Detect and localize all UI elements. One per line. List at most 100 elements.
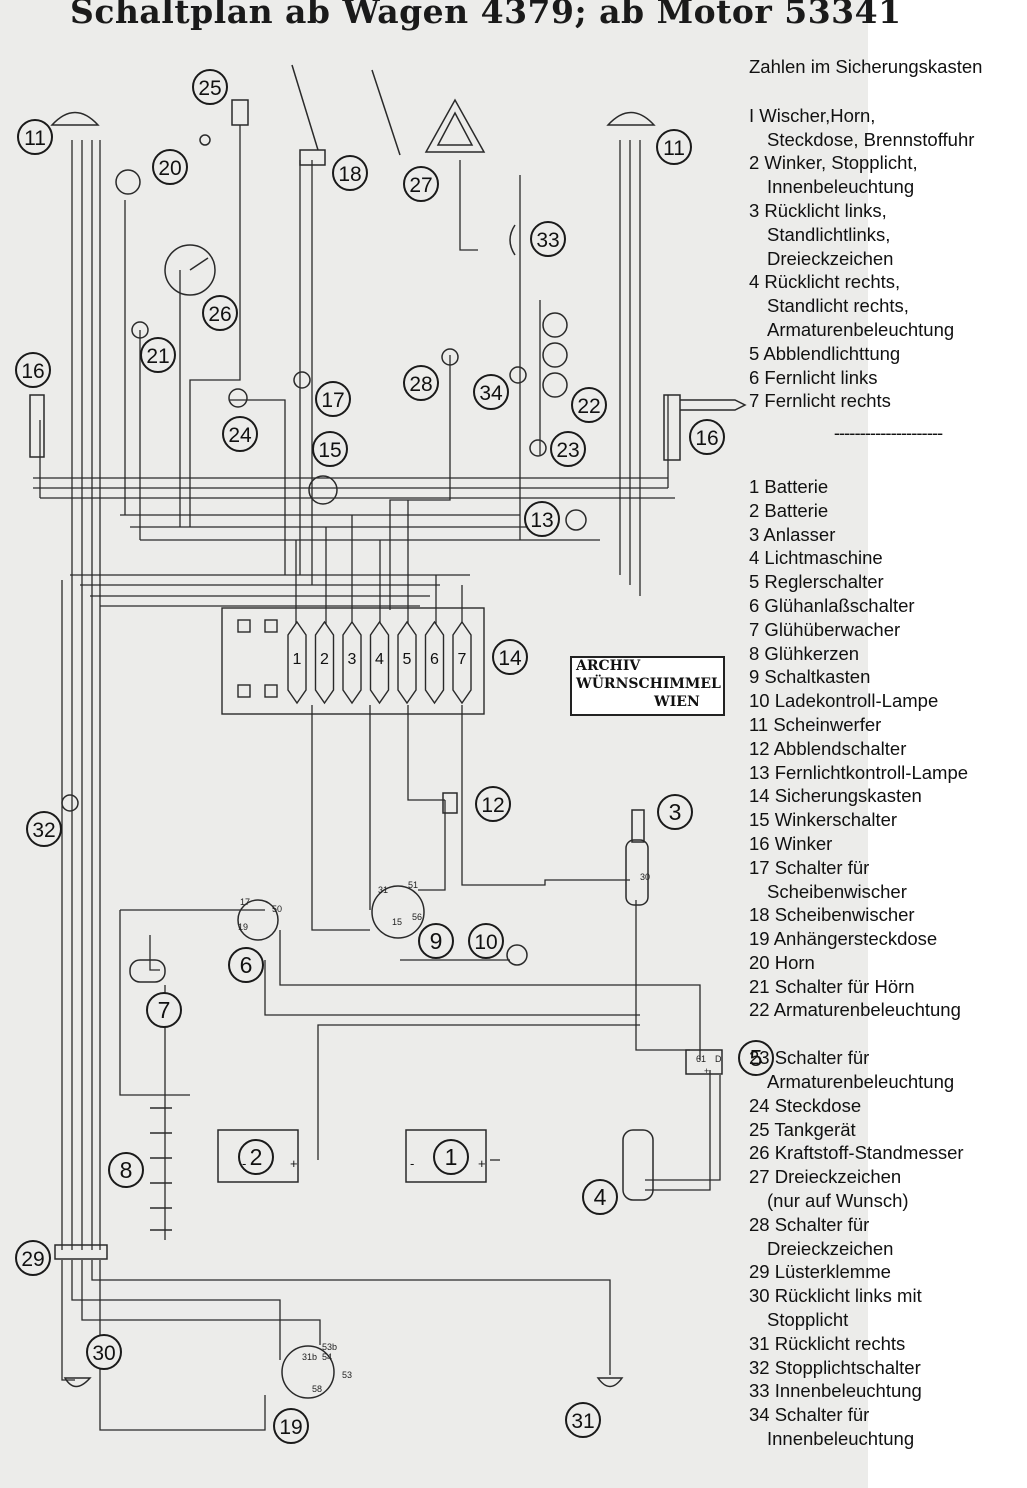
component-label-11: 11 (17, 119, 53, 155)
battery-terminal-minus: - (242, 1156, 246, 1171)
label-ring (15, 1240, 51, 1276)
legend-item: 11 Scheinwerfer (749, 713, 882, 735)
label-number: 4 (594, 1184, 607, 1210)
fuse-body (314, 620, 335, 705)
component-label-6: 6 (228, 947, 264, 983)
regulator (685, 1049, 723, 1075)
label-number: 11 (24, 127, 46, 150)
terminal-code: 56 (412, 912, 422, 922)
label-ring (565, 1402, 601, 1438)
legend-item: 13 Fernlichtkontroll-Lampe (749, 761, 969, 783)
terminal-code: 30 (640, 872, 650, 882)
legend-item: 25 Tankgerät (749, 1118, 856, 1140)
component-label-31: 31 (565, 1402, 601, 1438)
fuse-4: 4 (369, 620, 390, 705)
gauge-needle (189, 257, 209, 271)
legend-item-continuation: Standlicht rechts, (767, 295, 909, 317)
fuse-2: 2 (314, 620, 335, 705)
legend-item: 6 Fernlicht links (749, 366, 878, 388)
legend-item: 16 Winker (749, 832, 833, 854)
mount-hole (237, 684, 251, 698)
fuse-5: 5 (397, 620, 417, 705)
label-ring (26, 811, 62, 847)
label-number: 1 (445, 1144, 458, 1170)
component-label-9: 9 (418, 923, 454, 959)
legend-item-continuation: Dreieckzeichen (767, 1237, 894, 1259)
label-number: 25 (198, 77, 221, 100)
fuse-box-frame (221, 607, 485, 715)
legend-item-continuation: Innenbeleuchtung (767, 176, 915, 198)
label-ring (152, 149, 188, 185)
indicator-left (29, 394, 45, 458)
fuse-number: 4 (375, 651, 384, 668)
legend-item: 29 Lüsterklemme (749, 1261, 891, 1283)
legend-item: 2 Winker, Stopplicht, (749, 152, 918, 174)
legend-item-continuation: Armaturenbeleuchtung (767, 1071, 955, 1093)
label-ring (15, 352, 51, 388)
dash-lamp (542, 342, 568, 368)
legend-item: 7 Fernlicht rechts (749, 390, 891, 412)
mount-hole (264, 619, 278, 633)
label-number: 27 (409, 174, 432, 197)
terminal-code: 31 (378, 885, 388, 895)
label-ring (418, 923, 454, 959)
legend-item: 28 Schalter für (749, 1213, 870, 1235)
label-number: 18 (338, 163, 361, 186)
label-ring (222, 416, 258, 452)
component-label-18: 18 (332, 155, 368, 191)
component-label-25: 25 (192, 69, 228, 105)
legend-item-continuation: Armaturenbeleuchtung (767, 318, 955, 340)
fuse-body (424, 620, 445, 705)
label-ring (738, 1040, 774, 1076)
label-number: 19 (279, 1416, 302, 1439)
label-number: 11 (663, 137, 685, 160)
legend-item: 6 Glühanlaßschalter (749, 594, 915, 616)
legend-item-continuation: Standlichtlinks, (767, 223, 891, 245)
fuse-number: 3 (348, 651, 357, 668)
label-ring (238, 1139, 274, 1175)
tail-lamp-left (63, 1377, 92, 1388)
indicator-arm (680, 399, 747, 411)
component-label-12: 12 (475, 786, 511, 822)
component-label-13: 13 (524, 501, 560, 537)
fuse-body (342, 620, 362, 705)
legend-item: 3 Anlasser (749, 523, 836, 545)
tank-float (199, 134, 211, 146)
terminal-code: 53 (342, 1370, 352, 1380)
legend-separator: --------------------- (833, 422, 943, 444)
fuse-1: 1 (287, 620, 307, 705)
terminal-code: 51 (408, 880, 418, 890)
brake-switch (61, 794, 79, 812)
charge-lamp (506, 944, 528, 966)
terminal-code: + (704, 1066, 709, 1076)
warning-triangle-inner (436, 111, 474, 146)
component-label-20: 20 (152, 149, 188, 185)
wiper-arm (371, 69, 401, 156)
fuse-number: 5 (403, 651, 412, 668)
component-label-32: 32 (26, 811, 62, 847)
wiper-motor (299, 149, 326, 166)
label-ring (228, 947, 264, 983)
label-ring (315, 381, 351, 417)
label-ring (530, 221, 566, 257)
glow-switch (237, 899, 279, 941)
component-label-23: 23 (550, 431, 586, 467)
legend-heading: Zahlen im Sicherungskasten (749, 56, 983, 77)
component-label-22: 22 (571, 387, 607, 423)
legend-item: 32 Stopplichtschalter (749, 1356, 921, 1378)
terminal-code: 17 (240, 897, 250, 907)
terminal-code: 58 (312, 1384, 322, 1394)
tail-lamp-right (596, 1377, 624, 1388)
legend-item: 20 Horn (749, 951, 815, 973)
label-number: 12 (481, 794, 504, 817)
stamp-line-3: WIEN (654, 694, 700, 710)
fuse-box (221, 607, 485, 715)
legend-item-continuation: Stopplicht (767, 1309, 849, 1331)
label-number: 8 (120, 1157, 133, 1183)
terminal-code: 19 (238, 922, 248, 932)
component-label-4: 4 (582, 1179, 618, 1215)
label-number: 28 (409, 373, 432, 396)
